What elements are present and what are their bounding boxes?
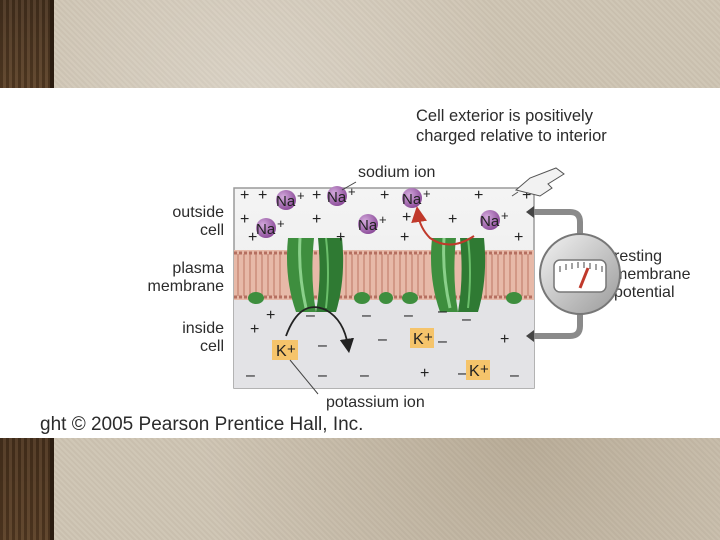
sodium-ion: Na + (402, 186, 431, 208)
potassium-ion: K + (272, 340, 298, 360)
svg-text:+: + (514, 229, 523, 246)
svg-text:+: + (500, 331, 509, 348)
svg-text:+: + (258, 187, 267, 204)
svg-text:+: + (379, 212, 387, 227)
caption: Cell exterior is positively charged rela… (416, 106, 607, 146)
sodium-ion: Na + (256, 216, 285, 238)
meter-ticks (559, 262, 603, 272)
membrane-diagram: Na + Na + Na + Na + Na + Na + (233, 167, 621, 395)
svg-text:+: + (312, 211, 321, 228)
label-potassium-ion: potassium ion (326, 394, 425, 411)
sodium-ion: Na + (327, 184, 356, 206)
svg-text:Na: Na (480, 213, 500, 230)
svg-text:–: – (510, 367, 519, 384)
inside-negative-charges: – – – – – – – – – – – – – (246, 303, 519, 384)
svg-text:–: – (462, 311, 471, 328)
label-inside-line2: cell (199, 338, 224, 355)
sodium-label-leader (341, 181, 357, 191)
membrane-protein (379, 292, 393, 304)
caption-line-1: Cell exterior is positively (416, 107, 593, 125)
svg-text:–: – (246, 367, 255, 384)
label-inside-line1: inside (182, 320, 224, 337)
label-outside-line2: cell (199, 222, 224, 239)
sodium-ion: Na + (276, 188, 305, 210)
svg-text:–: – (378, 331, 387, 348)
svg-text:+: + (312, 187, 321, 204)
label-potential-line3: potential (614, 284, 675, 301)
svg-text:–: – (362, 307, 371, 324)
membrane-protein (402, 292, 418, 304)
svg-text:+: + (250, 321, 259, 338)
label-outside-line1: outside (172, 204, 224, 221)
svg-text:+: + (420, 365, 429, 382)
sodium-ion: Na + (480, 208, 509, 230)
svg-text:K: K (276, 343, 287, 360)
label-potential-line2: membrane (614, 266, 691, 283)
svg-text:+: + (277, 216, 285, 231)
svg-text:–: – (318, 367, 327, 384)
potassium-label-leader (289, 359, 319, 395)
svg-text:K: K (413, 331, 424, 348)
svg-text:+: + (423, 186, 431, 201)
potassium-channel-right (431, 237, 486, 312)
potassium-ion: K + (466, 360, 490, 380)
membrane-protein (354, 292, 370, 304)
svg-text:–: – (318, 337, 327, 354)
sodium-movement-arrow (411, 206, 475, 246)
potassium-channel-left (287, 237, 344, 312)
membrane-protein (248, 292, 264, 304)
svg-text:+: + (380, 187, 389, 204)
svg-text:–: – (360, 367, 369, 384)
svg-text:+: + (448, 211, 457, 228)
svg-text:Na: Na (402, 191, 422, 208)
meter-needle (578, 267, 590, 289)
caption-line-2: charged relative to interior (416, 127, 607, 145)
svg-text:+: + (240, 211, 249, 228)
inside-positive-charges: + + + + (250, 307, 509, 382)
svg-text:–: – (438, 303, 447, 320)
svg-text:+: + (474, 187, 483, 204)
svg-text:K: K (469, 363, 480, 380)
svg-text:+: + (402, 209, 411, 226)
label-outside-cell: outside cell (120, 204, 224, 240)
svg-text:+: + (266, 307, 275, 324)
figure-panel: Cell exterior is positively charged rela… (0, 88, 720, 438)
potassium-movement-arrow (285, 306, 355, 354)
label-plasma-membrane: plasma membrane (110, 260, 224, 296)
svg-text:–: – (404, 307, 413, 324)
label-membrane-line2: membrane (147, 278, 224, 295)
svg-text:–: – (458, 365, 467, 382)
svg-text:Na: Na (327, 189, 347, 206)
label-membrane-line1: plasma (172, 260, 224, 277)
svg-text:+: + (336, 229, 345, 246)
svg-text:+: + (297, 188, 305, 203)
copyright-text: ght © 2005 Pearson Prentice Hall, Inc. (40, 414, 364, 435)
phospholipid-tails (237, 254, 529, 296)
sodium-ion: Na + (358, 212, 387, 234)
svg-text:+: + (348, 184, 356, 199)
voltmeter (526, 206, 621, 342)
svg-text:–: – (438, 333, 447, 350)
label-resting-membrane-potential: resting membrane potential (614, 248, 718, 302)
label-inside-cell: inside cell (120, 320, 224, 356)
svg-text:Na: Na (358, 217, 378, 234)
svg-text:+: + (501, 208, 509, 223)
svg-text:+: + (248, 229, 257, 246)
label-sodium-ion: sodium ion (358, 164, 436, 181)
svg-text:+: + (240, 187, 249, 204)
svg-text:Na: Na (276, 193, 296, 210)
label-potential-line1: resting (614, 248, 663, 265)
svg-text:+: + (400, 229, 409, 246)
svg-text:–: – (306, 307, 315, 324)
pointing-hand-icon (511, 167, 565, 197)
svg-text:+: + (522, 187, 531, 204)
potassium-ion: K + (410, 328, 434, 348)
svg-text:Na: Na (256, 221, 276, 238)
svg-text:+: + (480, 361, 489, 378)
membrane-protein (506, 292, 522, 304)
outside-positive-charges: + + + + + + + + + + + + + + (240, 187, 531, 246)
svg-text:+: + (424, 329, 433, 346)
svg-text:+: + (287, 341, 296, 358)
